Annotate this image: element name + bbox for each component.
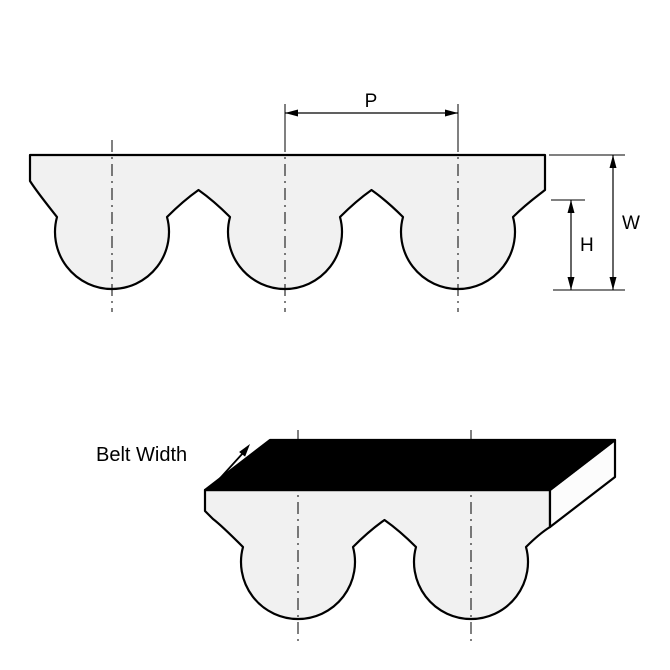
belt-3d-top-face [203, 438, 617, 492]
belt-width-label: Belt Width [96, 444, 187, 466]
dimension-label-w: W [622, 213, 640, 234]
pitch-dimension: P [284, 91, 459, 150]
belt-width-arrow-line [212, 452, 244, 487]
arrowhead-up [609, 155, 617, 168]
belt-width-annotation: Belt Width [96, 444, 250, 487]
arrowhead-left [285, 109, 298, 117]
belt-3d-front-face [203, 488, 552, 621]
arrowhead-down [567, 277, 575, 290]
tooth-height-dimension: H [551, 199, 594, 290]
belt-profile-outline [28, 153, 547, 291]
belt-thickness-dimension: W [549, 154, 640, 291]
dimension-label-h: H [580, 235, 594, 256]
arrowhead-up [567, 200, 575, 213]
arrowhead-right [445, 109, 458, 117]
dimension-label-p: P [365, 91, 378, 112]
top-profile-figure: P W H [28, 91, 640, 312]
belt-width-arrowhead [239, 444, 250, 457]
arrowhead-down [609, 277, 617, 290]
belt-3d-figure: Belt Width [96, 430, 617, 644]
